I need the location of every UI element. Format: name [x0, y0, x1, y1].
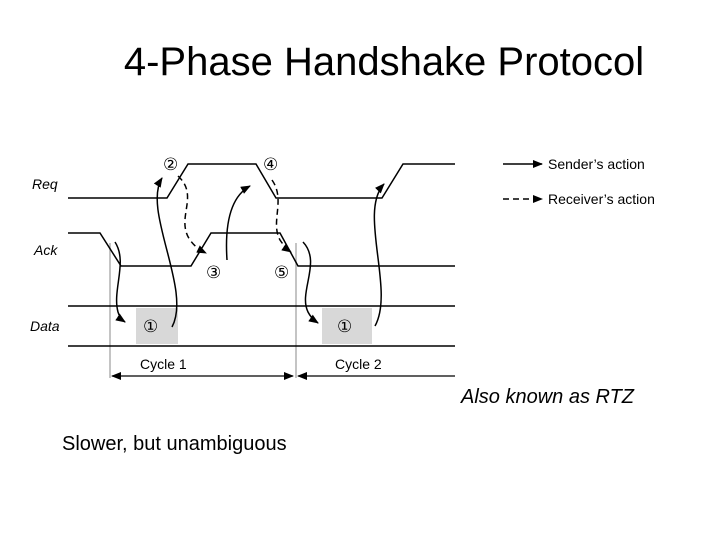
legend-receiver-label: Receiver’s action	[548, 191, 655, 207]
legend-sender-label: Sender’s action	[548, 156, 645, 172]
data-valid-box-cycle-2	[322, 308, 372, 344]
event-marker-5: ⑤	[274, 263, 289, 282]
signal-label-req: Req	[32, 176, 58, 192]
event-marker-1: ①	[337, 317, 352, 336]
data-valid-box-cycle-1	[136, 308, 178, 344]
sender-action-arrow	[153, 177, 178, 328]
event-marker-2: ②	[163, 155, 178, 174]
receiver-action-arrow	[177, 175, 207, 254]
event-marker-1: ①	[143, 317, 158, 336]
cycle-2-label: Cycle 2	[335, 356, 382, 372]
cycle-1-label: Cycle 1	[140, 356, 187, 372]
rtz-note: Also known as RTZ	[461, 386, 635, 408]
slide-title: 4-Phase Handshake Protocol	[123, 40, 645, 84]
receiver-action-arrow	[271, 179, 292, 253]
sender-action-arrow	[225, 185, 251, 261]
signal-label-data: Data	[30, 318, 60, 334]
sender-action-arrow	[114, 241, 126, 323]
tradeoff-note: Slower, but unambiguous	[62, 433, 287, 455]
req-waveform	[68, 163, 455, 199]
signal-label-ack: Ack	[33, 242, 58, 258]
sender-action-arrow	[302, 241, 319, 324]
sender-action-arrow	[373, 183, 385, 327]
ack-waveform	[68, 232, 455, 267]
event-marker-4: ④	[263, 155, 278, 174]
event-marker-3: ③	[206, 263, 221, 282]
